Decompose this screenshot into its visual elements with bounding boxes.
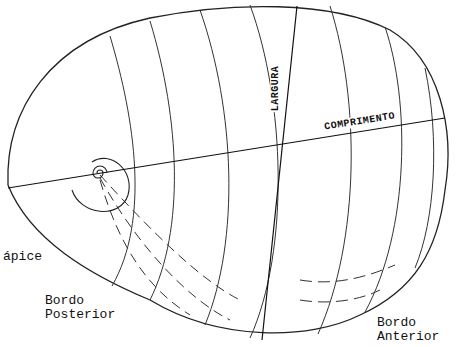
part-label: Bordo Anterior bbox=[376, 316, 440, 344]
dimension-label: COMPRIMENTO bbox=[323, 110, 397, 132]
part-label: ápice bbox=[2, 250, 43, 264]
part-label: Bordo Posterior bbox=[44, 294, 108, 322]
dimension-label: LARGURA bbox=[270, 64, 281, 112]
